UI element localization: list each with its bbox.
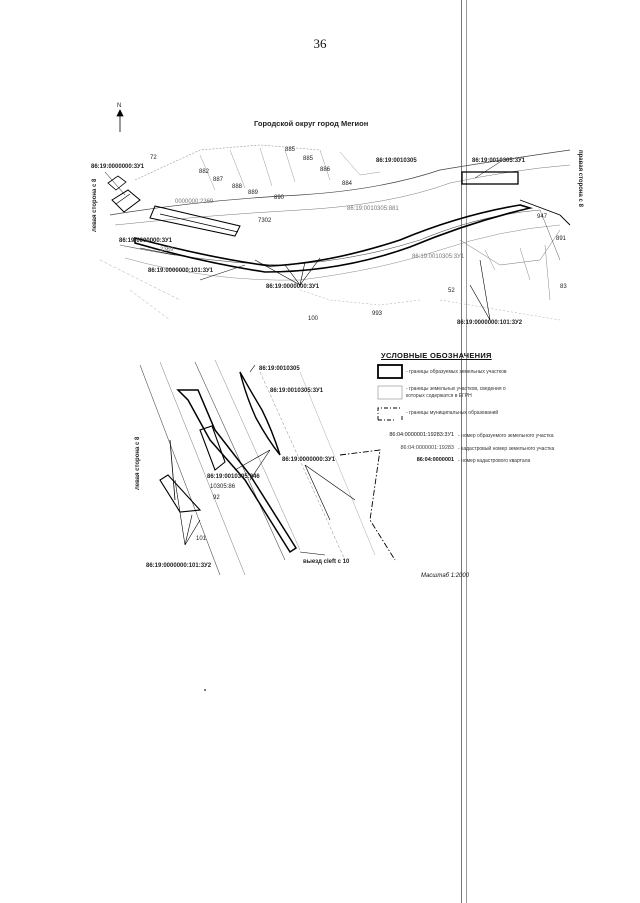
map2-p-846: 86:19:0010305:846 <box>207 474 260 480</box>
road2-edge-4 <box>214 359 301 551</box>
label-zu-101-3: 86:19:0000000:101:3У1 <box>148 268 214 274</box>
right-margin-line <box>461 0 462 903</box>
legend-item-egrn: - границы земельных участков, сведения о… <box>406 386 506 399</box>
legend-symbol-muni <box>377 407 403 420</box>
map2-left-side: левая сторона с 8 <box>135 436 141 490</box>
formed-plot2 <box>176 389 298 554</box>
label-891: 891 <box>556 236 567 242</box>
label-2369: 0000000:2369 <box>175 199 214 205</box>
legend-desc-2: - кадастровый номер земельного участка <box>458 446 555 452</box>
legend-item-muni: - границы муниципальных образований <box>406 410 499 416</box>
map2-exit-label: выезд сleft с 10 <box>303 559 350 565</box>
label-100: 100 <box>308 316 319 322</box>
label-882: 882 <box>199 169 210 175</box>
right-side-label: правая сторона с 8 <box>577 150 583 207</box>
label-3u1-mid: 86:19:0010305:3У1 <box>412 254 465 260</box>
label-52: 52 <box>448 288 455 294</box>
label-7302: 7302 <box>258 218 272 224</box>
label-72: 72 <box>150 155 157 161</box>
label-947: 947 <box>537 214 548 220</box>
label-890: 890 <box>274 195 285 201</box>
label-zu-cross-left: 86:19:0000000:3У1 <box>119 238 173 244</box>
map2-zu-bottom: 86:19:0000000:101:3У2 <box>146 563 212 569</box>
road-edge-bottom <box>119 209 541 266</box>
plot-left-1 <box>111 189 141 213</box>
plot2-3y1-right <box>239 371 281 456</box>
road2-edge-5 <box>259 371 346 561</box>
speck <box>204 689 206 691</box>
north-arrow <box>116 109 124 132</box>
map2-p-10305: 10305:86 <box>210 484 236 490</box>
label-884: 884 <box>342 181 353 187</box>
map2-quarter: 86:19:0010305 <box>259 366 300 372</box>
label-zu-right: 86:19:0010305:3У1 <box>472 158 526 164</box>
legend-title: УСЛОВНЫЕ ОБОЗНАЧЕНИЯ <box>381 351 492 360</box>
label-2369b: 2369 <box>160 247 174 253</box>
plot-3y1-right <box>461 171 519 185</box>
label-881: 86:19:0010305:881 <box>347 206 399 212</box>
legend-code-1: 86:04:0000001:19283:3У1 <box>389 432 454 438</box>
label-quarter-top: 86:19:0010305 <box>376 158 417 164</box>
legend-item-formed: - границы образуемых земельных участков <box>406 369 507 375</box>
legend-code-3: 86:04:0000001 <box>416 457 454 463</box>
road2-edge-6 <box>299 371 376 556</box>
label-888: 888 <box>232 184 243 190</box>
scale-label: Масштаб 1:2000 <box>421 573 470 579</box>
label-885b: 885 <box>303 156 314 162</box>
legend-code-2: 86:04:0000001:19283 <box>400 445 454 451</box>
map1-title: Городской округ город Мегион <box>254 119 369 128</box>
legend-desc-1: - номер образуемого земельного участка <box>458 433 554 439</box>
legend-symbol-formed <box>377 364 403 379</box>
map2-p-101: 101 <box>196 536 207 542</box>
road-edge-bottom-2 <box>124 224 561 281</box>
page-number: 36 <box>313 36 327 51</box>
label-zu-101-2: 86:19:0000000:101:3У2 <box>457 320 523 326</box>
north-label: N <box>117 103 122 109</box>
label-993: 993 <box>372 311 383 317</box>
map2-p-92: 92 <box>213 495 220 501</box>
legend-symbol-egrn <box>377 385 403 400</box>
map2-zu-right: 86:19:0010305:3У1 <box>270 388 324 394</box>
road2-edge-1 <box>139 364 221 576</box>
label-zu-bottom: 86:19:0000000:3У1 <box>266 284 320 290</box>
label-886: 886 <box>320 167 331 173</box>
plot-left-2 <box>107 175 127 191</box>
road-edge-top <box>109 149 571 216</box>
map2-zu-mid: 86:19:0000000:3У1 <box>282 457 336 463</box>
label-887: 887 <box>213 177 224 183</box>
formed-plot-boundary <box>134 204 534 273</box>
left-side-label: левая сторона с 8 <box>92 178 98 232</box>
municipal-boundary <box>339 449 396 561</box>
right-margin-line-2 <box>466 0 467 903</box>
label-zu-top-left: 86:19:0000000:3У1 <box>91 164 145 170</box>
label-83: 83 <box>560 284 567 290</box>
label-889: 889 <box>248 190 259 196</box>
plot-2369 <box>149 205 241 237</box>
road2-edge-2 <box>159 361 246 576</box>
legend-desc-3: - номер кадастрового квартала <box>458 458 531 464</box>
label-885: 885 <box>285 147 296 153</box>
